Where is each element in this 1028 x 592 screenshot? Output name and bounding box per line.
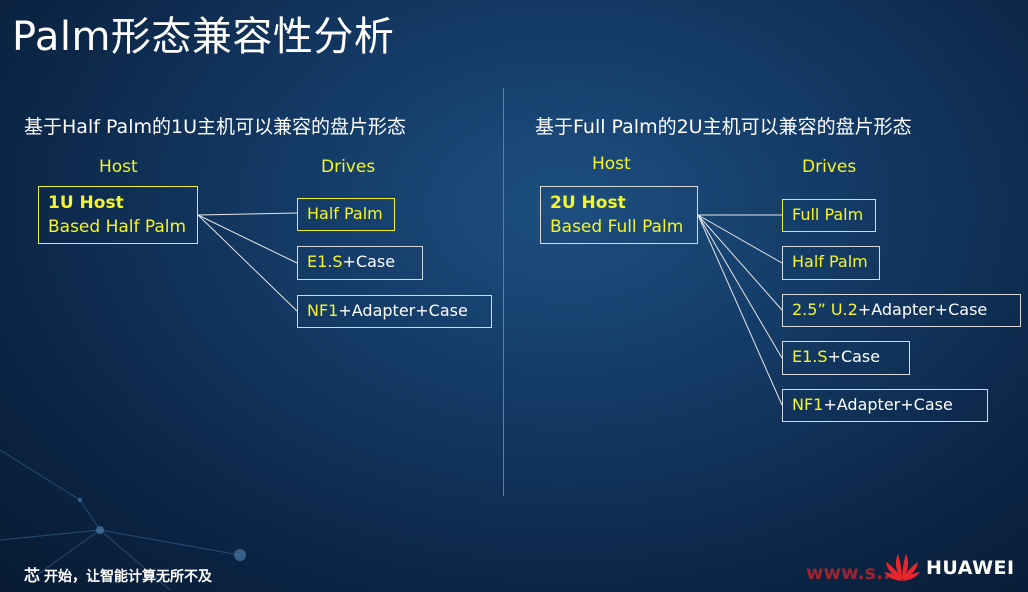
right-link-2 [697,214,783,264]
right-drive-e1s: E1.S+Case [782,341,910,375]
right-link-4 [697,214,783,359]
left-drive-half-palm: Half Palm [297,198,395,231]
right-subtitle: 基于Full Palm的2U主机可以兼容的盘片形态 [535,116,912,138]
brand-name: HUAWEI [926,557,1015,579]
left-drives-label: Drives [321,157,376,177]
huawei-petal-logo-icon [884,554,920,581]
right-host-line1: 2U Host [550,193,626,213]
left-host-line2: Based Half Palm [48,217,187,237]
network-decoration [0,449,246,590]
page-title: Palm形态兼容性分析 [12,14,395,60]
right-host-line2: Based Full Palm [550,217,684,237]
left-link-2 [197,214,298,264]
right-host-label: Host [592,154,631,174]
right-drives-label: Drives [802,157,857,177]
left-drive-nf1: NF1+Adapter+Case [297,295,492,328]
left-host-line1: 1U Host [48,193,124,213]
right-link-3 [697,214,783,311]
right-drive-half-palm: Half Palm [782,246,880,280]
right-drive-u2: 2.5” U.2+Adapter+Case [782,294,1021,327]
footer-slogan: 芯开始，让智能计算无所不及 [24,566,213,585]
left-host-label: Host [99,157,138,177]
column-divider [503,88,504,496]
right-drive-full-palm: Full Palm [782,199,876,232]
left-drive-e1s: E1.S+Case [297,246,423,280]
right-drive-nf1: NF1+Adapter+Case [782,389,988,422]
left-subtitle: 基于Half Palm的1U主机可以兼容的盘片形态 [24,116,406,138]
left-host-box: 1U Host Based Half Palm [38,186,198,244]
right-link-5 [697,214,783,406]
left-link-1 [197,212,298,216]
right-host-box: 2U Host Based Full Palm [540,186,698,244]
watermark: www.s... [806,562,898,584]
chip-glyph: 芯 [24,566,41,585]
left-link-3 [197,214,298,312]
